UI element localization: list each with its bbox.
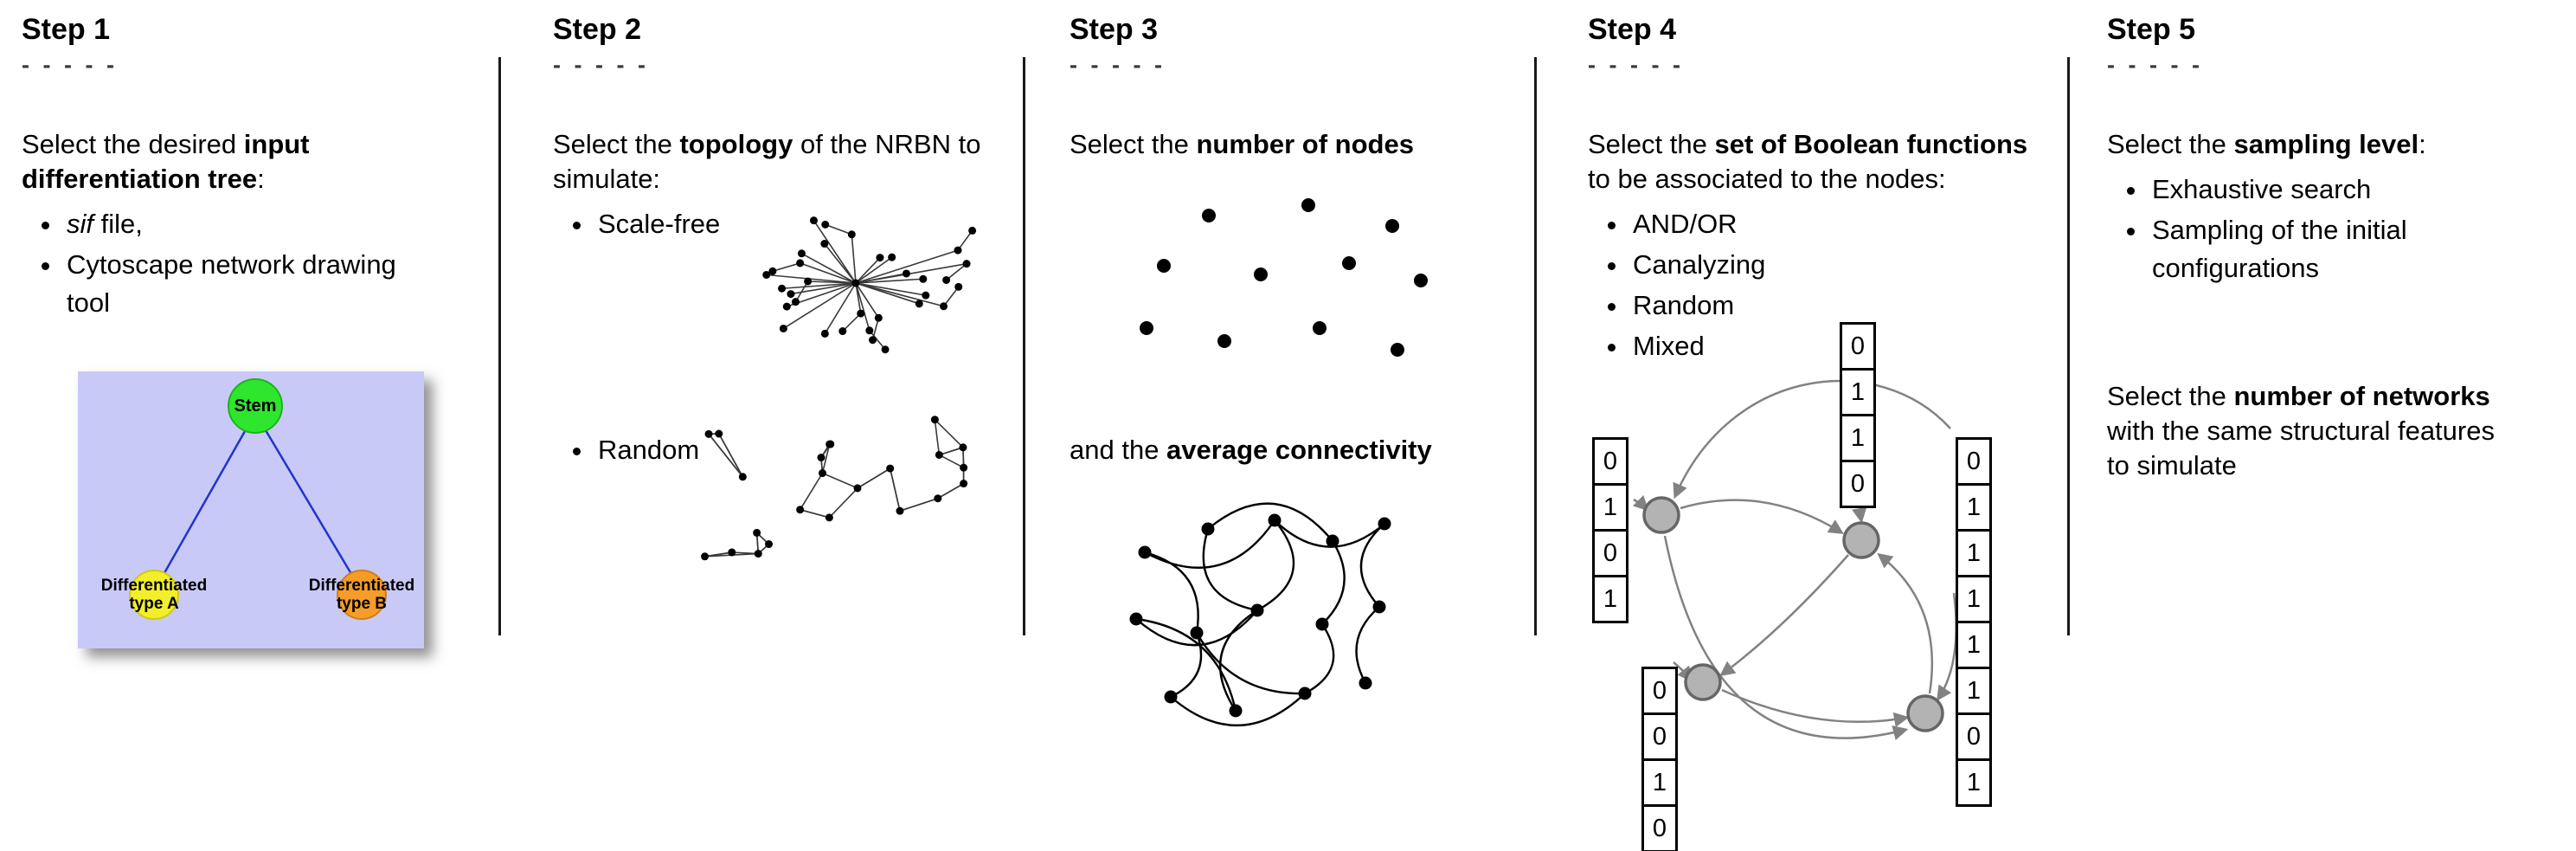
step-2-title: Step 2 [553,13,642,46]
step-2-option-scale-free: Scale-free [553,205,778,243]
step-5-options: Exhaustive search Sampling of the initia… [2107,171,2522,287]
step-3-title: Step 3 [1070,13,1159,46]
node-dots-figure [1140,198,1428,357]
option-canalyzing: Canalyzing [1629,246,2046,284]
option-exhaustive-search: Exhaustive search [2149,171,2522,209]
table-cell: 0 [1840,460,1876,508]
tree-node-type-a [129,570,179,620]
panel-step-4: Step 4 - - - - - Select the set of Boole… [1588,13,2046,851]
nodes-instruction: Select the number of nodes [1070,129,1414,159]
table-cell: 1 [1956,667,1992,715]
column-divider [1534,57,1537,635]
step-2-option-random: Random [553,429,778,472]
panel-step-3: Step 3 - - - - - Select the number of no… [1070,13,1580,727]
step-4-title: Step 4 [1588,13,1677,46]
step-4-dashes: - - - - - [1588,52,1684,78]
table-cell: 0 [1641,804,1678,851]
number-of-networks-instruction: Select the number of networks with the s… [2107,381,2495,480]
step-2-dashes: - - - - - [553,52,649,78]
truth-table-left: 0 1 0 1 [1592,437,1628,623]
step-2-instruction: Select the topology of the NRBN to simul… [553,129,981,194]
boolean-network-arrows [1632,379,1957,740]
truth-table-right: 0 1 1 1 1 1 0 1 [1956,437,1992,807]
column-divider [498,57,501,635]
tree-edges [152,412,363,592]
table-cell: 0 [1956,712,1992,761]
table-cell: 0 [1592,529,1628,577]
table-cell: 1 [1840,414,1876,462]
step-1-title: Step 1 [22,13,111,46]
option-sif-file: sif file, [63,205,428,243]
option-cytoscape-tool: Cytoscape network drawing tool [63,246,428,322]
panel-step-1: Step 1 - - - - - Select the desired inpu… [22,13,428,648]
option-and-or: AND/OR [1629,205,2046,243]
differentiation-tree-image: Stem Differentiated type A Differentiate… [78,371,424,648]
step-1-dashes: - - - - - [22,52,118,78]
table-cell: 1 [1956,575,1992,623]
table-cell: 0 [1592,437,1628,486]
step-4-instruction: Select the set of Boolean functions to b… [1588,129,2028,194]
truth-table-bottom: 0 0 1 0 [1641,667,1678,851]
step-5-dashes: - - - - - [2107,52,2203,78]
step-5-title: Step 5 [2107,13,2196,46]
table-cell: 1 [1956,621,1992,669]
tree-label-type-a: Differentiated type A [100,577,208,613]
panel-step-5: Step 5 - - - - - Select the sampling lev… [2107,13,2522,480]
panel-step-2: Step 2 - - - - - Select the topology of … [553,13,1003,561]
option-scale-free: Scale-free [594,205,778,243]
table-cell: 0 [1956,437,1992,486]
option-mixed: Mixed [1629,327,2046,365]
table-cell: 1 [1592,483,1628,532]
network-edges [1632,379,1957,740]
option-initial-config-sampling: Sampling of the initial configurations [2149,211,2522,287]
step-1-options: sif file, Cytoscape network drawing tool [22,205,428,322]
table-cell: 1 [1592,575,1628,623]
random-network-figure [701,416,968,561]
table-cell: 0 [1641,667,1678,715]
table-cell: 1 [1956,483,1992,532]
table-cell: 1 [1956,758,1992,807]
network-nodes [1642,496,1944,732]
column-divider [1023,57,1025,635]
boolean-network-figure: 0 1 0 1 0 0 1 0 0 1 1 0 0 1 1 1 [1584,307,2016,851]
tree-node-stem: Stem [228,378,283,434]
tree-label-type-b: Differentiated type B [308,577,415,613]
table-cell: 0 [1641,712,1678,761]
step-1-instruction: Select the desired input differentiation… [22,129,310,194]
tree-node-type-b [337,570,387,620]
table-cell: 1 [1956,529,1992,577]
connectivity-instruction: and the average connectivity [1070,435,1432,465]
option-random-functions: Random [1629,287,2046,325]
column-divider [2067,57,2070,635]
sampling-level-instruction: Select the sampling level: [2107,129,2426,159]
step-3-dashes: - - - - - [1070,52,1166,78]
scale-free-network-figure [762,216,977,354]
table-cell: 1 [1840,368,1876,416]
step-4-options: AND/OR Canalyzing Random Mixed [1588,205,2046,365]
option-random: Random [594,431,778,469]
table-cell: 1 [1641,758,1678,807]
connectivity-figure [1129,502,1391,727]
truth-table-top: 0 1 1 0 [1840,322,1876,508]
table-cell: 0 [1840,322,1876,371]
